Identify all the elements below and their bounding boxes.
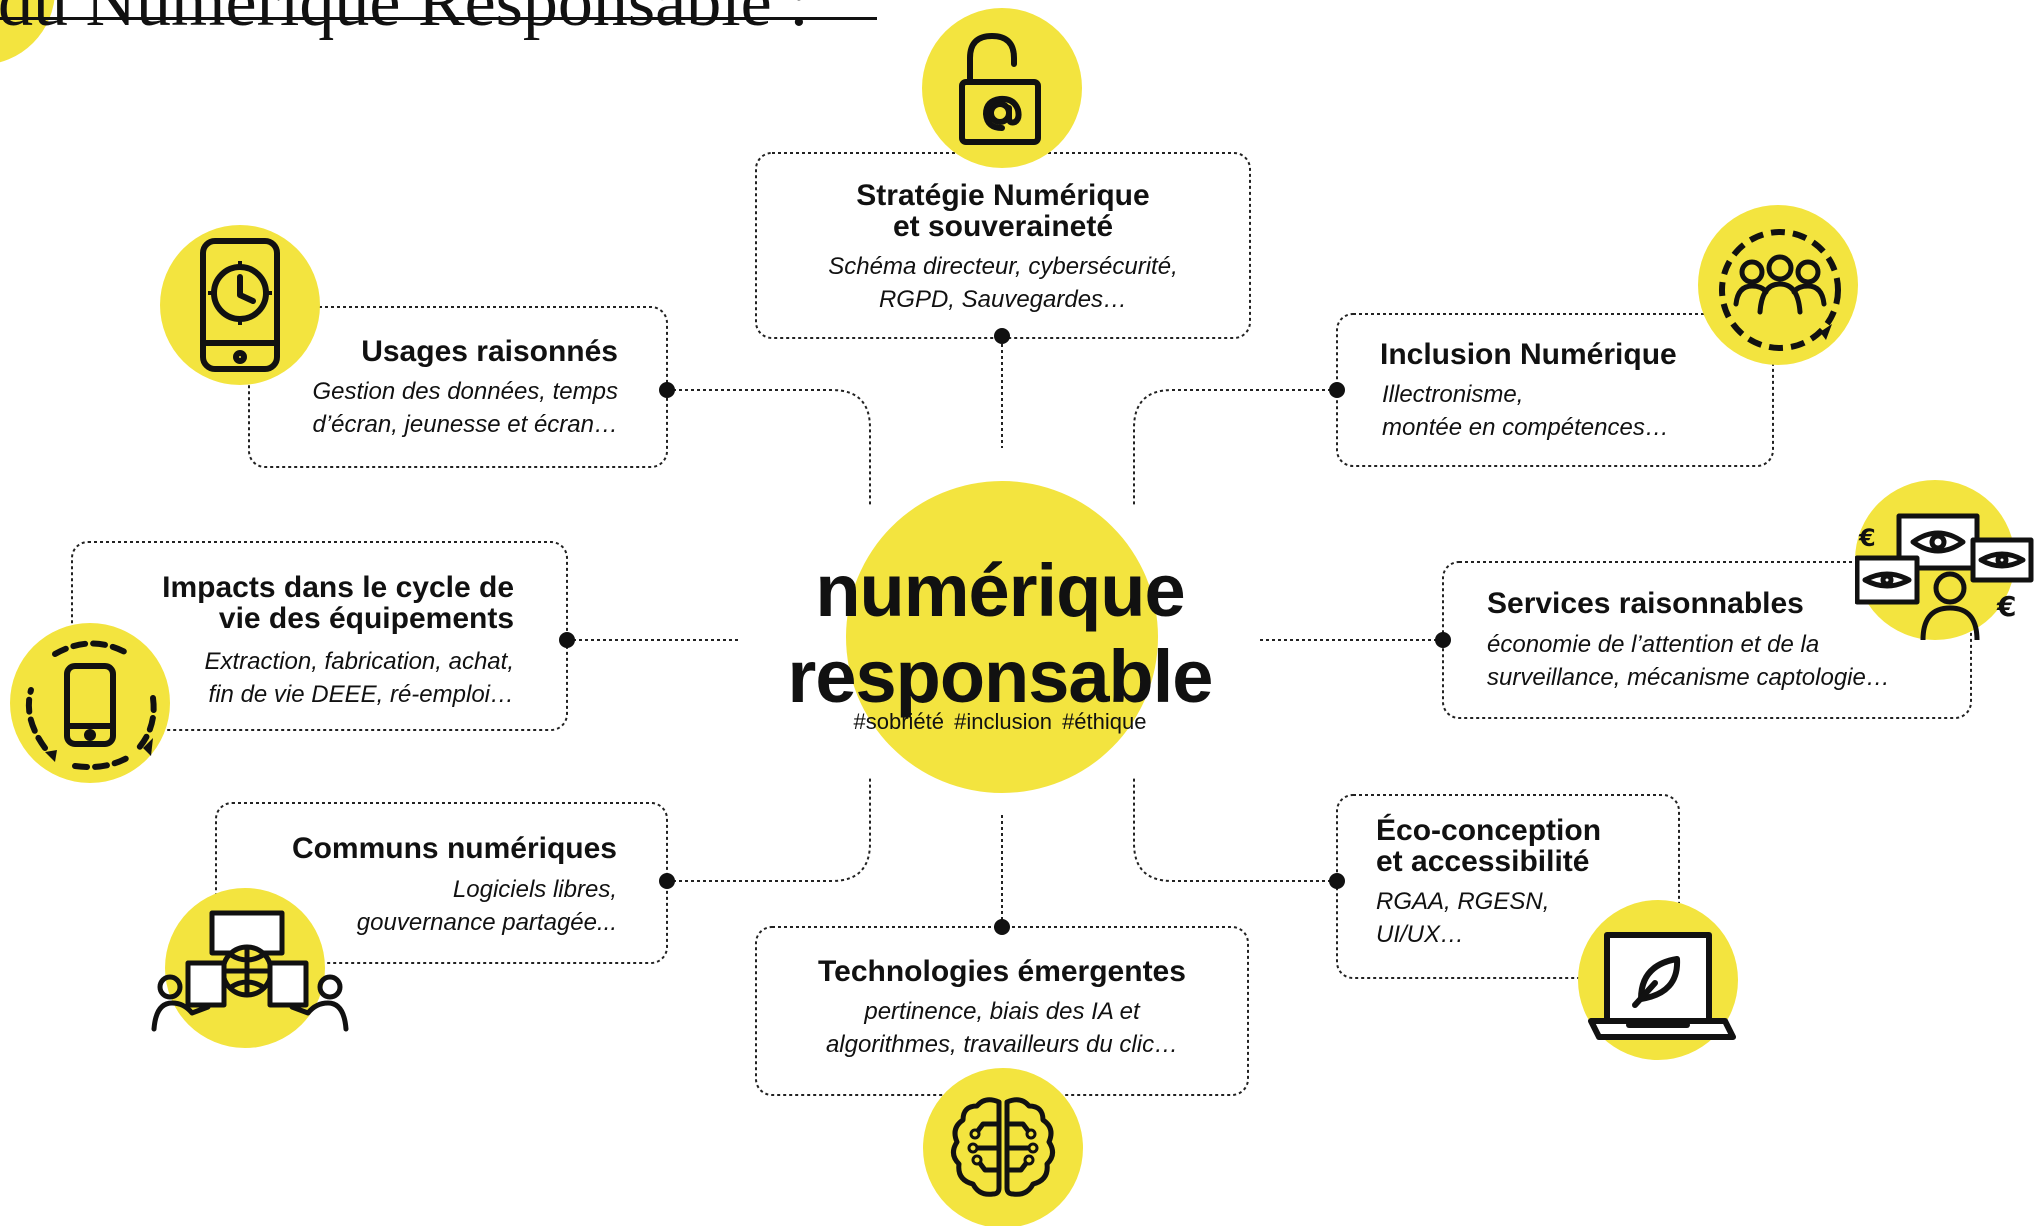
shared-globe-people-icon <box>151 910 349 1032</box>
dot-ecoconception <box>1329 873 1345 889</box>
dot-inclusion <box>1329 382 1345 398</box>
dot-communs <box>659 873 675 889</box>
dot-impacts <box>559 632 575 648</box>
theme-title: Stratégie Numérique et souveraineté <box>856 179 1150 243</box>
heading-underline <box>0 17 877 20</box>
center-title: numérique responsable <box>700 548 1300 720</box>
theme-description: RGAA, RGESN, UI/UX… <box>1376 888 1550 948</box>
theme-title: Technologies émergentes <box>818 955 1186 988</box>
svg-text:€: € <box>1858 524 1876 552</box>
theme-description: Extraction, fabrication, achat, fin de v… <box>204 648 515 708</box>
theme-description: Illectronisme, montée en compétences… <box>1382 381 1669 441</box>
center-circle <box>846 481 1158 793</box>
center-title-line1: numérique <box>815 549 1185 632</box>
connector-communs <box>667 778 871 882</box>
center-hashtags: #sobriété #inclusion #éthique <box>853 709 1147 734</box>
theme-title: Communs numériques <box>291 832 617 865</box>
box-frame-ecoconception <box>1336 794 1680 979</box>
dot-services <box>1435 632 1451 648</box>
phone-clock-icon <box>200 238 280 372</box>
theme-description: Logiciels libres, gouvernance partagée..… <box>356 876 617 936</box>
connector-usages <box>667 389 871 505</box>
svg-text:€: € <box>1996 590 2016 623</box>
box-frame-services <box>1442 561 1972 719</box>
center-title-line2: responsable <box>787 635 1214 718</box>
connector-inclusion <box>1133 389 1337 505</box>
theme-title: Impacts dans le cycle de vie des équipem… <box>162 571 514 635</box>
group-people-icon <box>1719 229 1841 351</box>
laptop-leaf-icon <box>1588 932 1736 1040</box>
surveillance-eyes-euro-icon: € € <box>1855 513 2034 641</box>
theme-description: pertinence, biais des IA et algorithmes,… <box>825 998 1179 1058</box>
theme-title: Usages raisonnés <box>361 335 618 368</box>
box-frame-communs <box>215 802 668 964</box>
theme-description: Gestion des données, temps d’écran, jeun… <box>312 378 618 438</box>
theme-description: Schéma directeur, cybersécurité, RGPD, S… <box>828 253 1178 313</box>
circuit-brain-icon <box>951 1097 1055 1197</box>
open-padlock-at-icon <box>959 33 1041 145</box>
theme-title: Services raisonnables <box>1487 587 1804 620</box>
phone-cycle-icon <box>25 640 157 770</box>
theme-title: Inclusion Numérique <box>1380 338 1677 371</box>
dot-technologies <box>994 919 1010 935</box>
theme-description: économie de l’attention et de la surveil… <box>1487 631 1890 691</box>
theme-title: Éco-conception et accessibilité <box>1376 814 1602 878</box>
dot-strategie <box>994 328 1010 344</box>
dot-usages <box>659 382 675 398</box>
page-heading: du Numérique Responsable : <box>0 0 809 41</box>
heading-yellow-blob <box>0 0 55 63</box>
connector-ecoconception <box>1133 778 1337 882</box>
